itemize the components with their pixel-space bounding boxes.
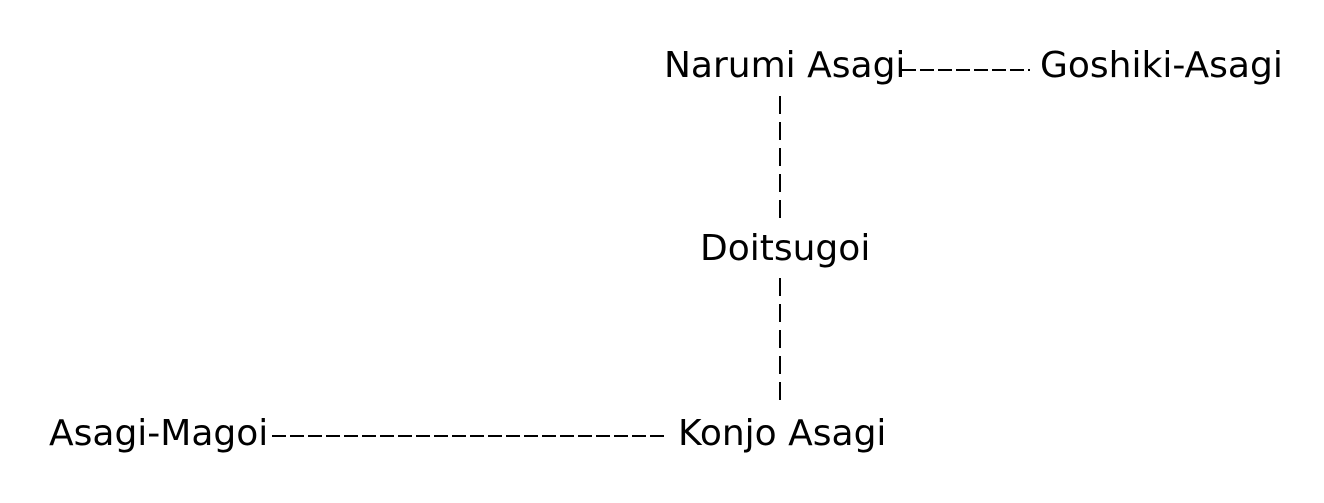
node-doitsugoi: Doitsugoi [700,228,871,269]
node-asagi-magoi: Asagi-Magoi [49,413,269,454]
node-narumi-asagi: Narumi Asagi [664,45,906,86]
node-konjo-asagi: Konjo Asagi [678,413,887,454]
node-goshiki-asagi: Goshiki-Asagi [1040,45,1283,86]
